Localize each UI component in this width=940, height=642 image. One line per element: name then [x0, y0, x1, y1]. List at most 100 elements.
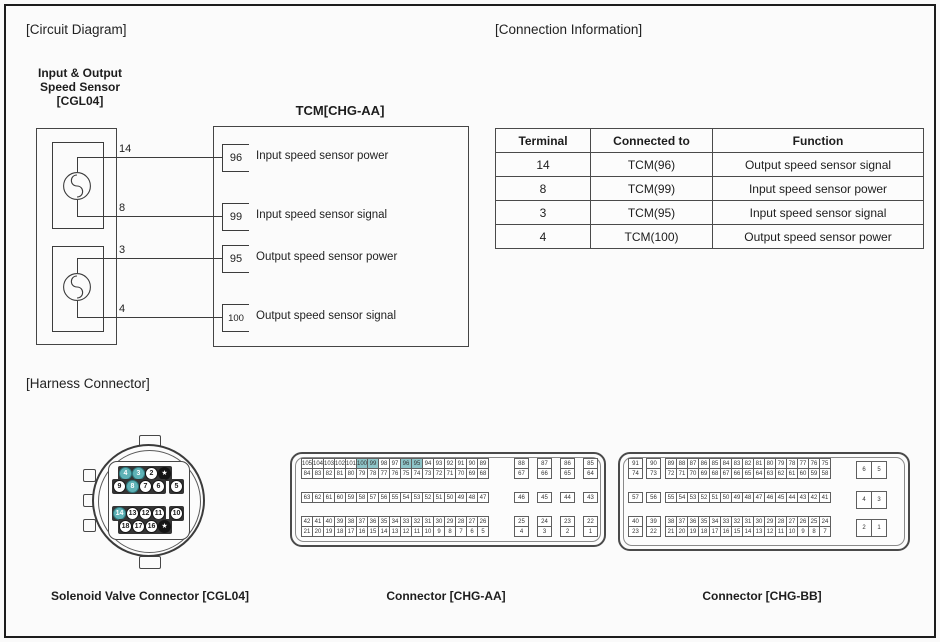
tcm-pin-terminal: 96: [222, 144, 249, 172]
output-sensor-symbol: [63, 273, 91, 306]
sensor-pin-number: 14: [119, 143, 132, 155]
cgl04-connector-inner-ring: [98, 450, 201, 553]
connector-cell-1: 1: [871, 519, 887, 537]
connector-cell-46: 46: [514, 492, 529, 503]
cgl04-pin-16: 16: [145, 520, 158, 533]
cgl04-pin-strip-solo: 5: [169, 479, 184, 494]
tcm-pin-function-label: Input speed sensor signal: [256, 209, 388, 221]
harness-connector-section-label: [Harness Connector]: [26, 376, 150, 391]
connector-cell-45: 45: [537, 492, 552, 503]
tcm-pin-terminal: 95: [222, 245, 249, 273]
connector-cell-68: 68: [477, 468, 489, 479]
cgl04-pin-17: 17: [132, 520, 145, 533]
connector-cell-65: 65: [560, 468, 575, 479]
table-cell: Input speed sensor signal: [712, 200, 924, 225]
cgl04-pin-10: 10: [170, 507, 183, 520]
connector-cell-44: 44: [560, 492, 575, 503]
connector-cell-43: 43: [583, 492, 598, 503]
cgl04-pin-6: 6: [152, 480, 165, 493]
cgl04-pin-9: 9: [113, 480, 126, 493]
connector-cell-7: 7: [819, 526, 831, 537]
connector-cell-47: 47: [477, 492, 489, 503]
cgl04-pin-2: 2: [145, 467, 158, 480]
tcm-title: TCM[CHG-AA]: [295, 103, 385, 118]
connector-cell-4: 4: [856, 491, 872, 509]
cgl04-pin-8: 8: [126, 480, 139, 493]
sensor-title-line2: Speed Sensor: [39, 80, 121, 94]
chgbb-connector-inner-ring: [623, 457, 905, 546]
table-cell: TCM(99): [590, 176, 713, 201]
sensor-title: Input & Output Speed Sensor [CGL04]: [14, 66, 146, 108]
connector-cell-56: 56: [646, 492, 661, 503]
table-cell: Output speed sensor power: [712, 224, 924, 249]
wire-horizontal-segment: [77, 157, 222, 158]
connector-cell-23: 23: [628, 526, 643, 537]
tcm-pin-function-label: Output speed sensor power: [256, 251, 398, 263]
connector-cell-stack: 43: [583, 492, 598, 503]
connector-cell-2: 2: [856, 519, 872, 537]
connection-table-header-row: Terminal Connected to Function: [495, 128, 924, 153]
sensor-pin-number: 3: [119, 244, 126, 256]
connector-cell-74: 74: [628, 468, 643, 479]
table-cell: TCM(95): [590, 200, 713, 225]
tcm-box: [213, 126, 469, 347]
table-cell: Output speed sensor signal: [712, 152, 924, 177]
connector-cell-stack: 44: [560, 492, 575, 503]
table-cell: 4: [495, 224, 591, 249]
connector-cell-4: 4: [514, 526, 529, 537]
wire-horizontal-segment: [77, 216, 222, 217]
cgl04-bottom-tab: [139, 556, 161, 569]
cgl04-left-lug-3: [83, 519, 96, 532]
sensor-pin-number: 4: [119, 303, 126, 315]
tcm-pin-terminal: 100: [222, 304, 249, 332]
output-sensor-box: [52, 246, 104, 332]
chgaa-caption: Connector [CHG-AA]: [386, 589, 506, 603]
input-sensor-box: [52, 142, 104, 229]
table-cell: Input speed sensor power: [712, 176, 924, 201]
connector-cell-6: 6: [856, 461, 872, 479]
tcm-pin-function-label: Output speed sensor signal: [256, 310, 397, 322]
wire-horizontal-segment: [77, 258, 222, 259]
connection-info-section-label: [Connection Information]: [495, 22, 643, 37]
cgl04-left-lug-1: [83, 469, 96, 482]
connector-cell-67: 67: [514, 468, 529, 479]
table-cell: 3: [495, 200, 591, 225]
cgl04-pin-18: 18: [119, 520, 132, 533]
table-cell: 8: [495, 176, 591, 201]
tcm-pin-function-label: Input speed sensor power: [256, 150, 389, 162]
connector-cell-2: 2: [560, 526, 575, 537]
wire-vertical-segment: [77, 200, 78, 216]
col-terminal: Terminal: [495, 128, 591, 153]
connector-cell-3: 3: [537, 526, 552, 537]
wire-vertical-segment: [77, 258, 78, 273]
wire-vertical-segment: [77, 157, 78, 172]
sensor-title-line3: [CGL04]: [56, 94, 104, 108]
connector-cell-1: 1: [583, 526, 598, 537]
